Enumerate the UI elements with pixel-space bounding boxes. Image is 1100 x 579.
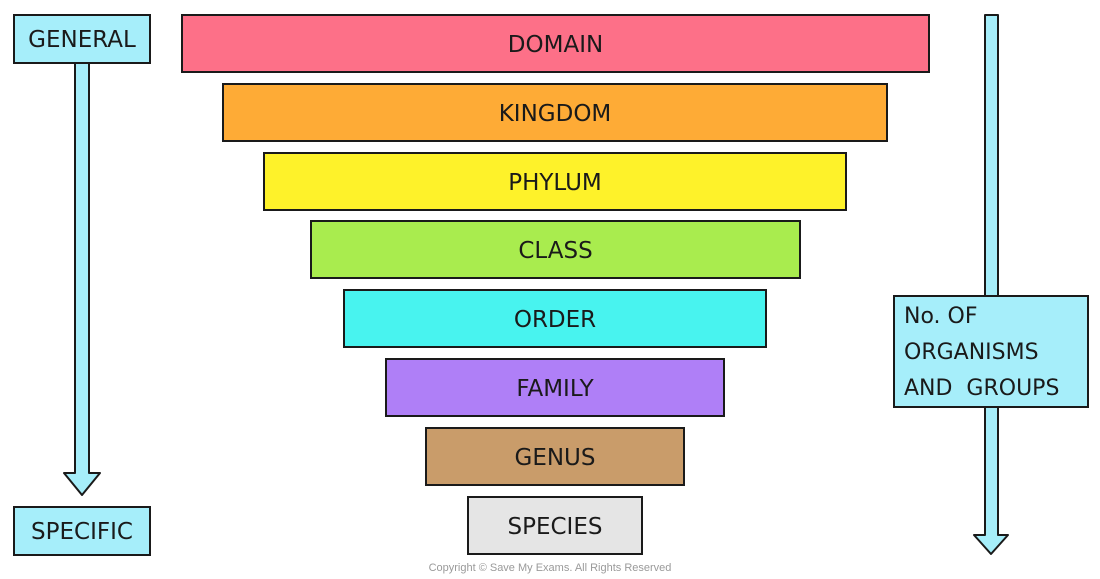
specific-label-box: SPECIFIC (13, 506, 151, 556)
hierarchy-level-order: ORDER (343, 289, 767, 348)
general-label-box: GENERAL (13, 14, 151, 64)
level-label-class: CLASS (518, 238, 592, 264)
organisms-label-line-3: AND GROUPS (904, 376, 1059, 401)
hierarchy-level-class: CLASS (310, 220, 801, 279)
organisms-count-arrow (973, 14, 1009, 555)
hierarchy-level-phylum: PHYLUM (263, 152, 847, 211)
hierarchy-level-family: FAMILY (385, 358, 725, 417)
level-label-species: SPECIES (508, 514, 603, 540)
level-label-phylum: PHYLUM (508, 170, 602, 196)
hierarchy-level-species: SPECIES (467, 496, 643, 555)
general-to-specific-arrow (63, 62, 101, 496)
hierarchy-level-kingdom: KINGDOM (222, 83, 888, 142)
right-arrow-icon (973, 14, 1009, 555)
level-bar-class (310, 220, 801, 279)
hierarchy-level-domain: DOMAIN (181, 14, 930, 73)
level-label-genus: GENUS (515, 445, 596, 471)
level-bar-domain (181, 14, 930, 73)
level-bar-species (467, 496, 643, 555)
level-bar-family (385, 358, 725, 417)
level-bar-genus (425, 427, 685, 486)
level-bar-order (343, 289, 767, 348)
organisms-label-line-1: No. OF (904, 304, 978, 329)
level-bar-phylum (263, 152, 847, 211)
level-label-domain: DOMAIN (508, 32, 603, 58)
general-label: GENERAL (28, 27, 136, 53)
copyright-notice: Copyright © Save My Exams. All Rights Re… (428, 562, 672, 574)
left-arrow-icon (63, 62, 101, 496)
level-bar-kingdom (222, 83, 888, 142)
level-label-kingdom: KINGDOM (499, 101, 612, 127)
specific-label: SPECIFIC (31, 519, 133, 545)
organisms-label-line-2: ORGANISMS (904, 340, 1039, 365)
level-label-family: FAMILY (516, 376, 594, 402)
hierarchy-level-genus: GENUS (425, 427, 685, 486)
level-label-order: ORDER (514, 307, 596, 333)
organisms-label-box: No. OF ORGANISMS AND GROUPS (893, 295, 1089, 408)
